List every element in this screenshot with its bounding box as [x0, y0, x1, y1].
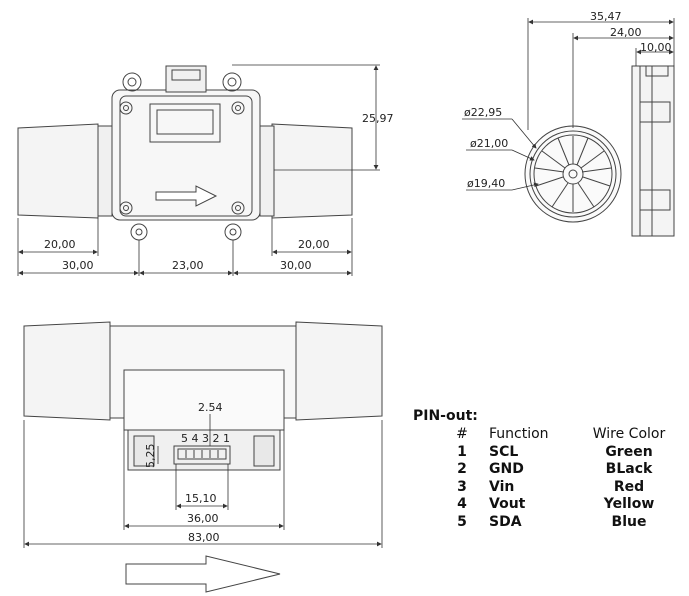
pinout-row: 4 Vout Yellow	[413, 496, 677, 514]
header-wire-color: Wire Color	[592, 426, 666, 442]
right-pipe-collar	[259, 125, 275, 217]
dim-body-width: 36,00	[187, 512, 219, 525]
dim-total-length: 83,00	[188, 531, 220, 544]
front-view	[17, 65, 353, 241]
dim-mid-diameter: ø21,00	[470, 137, 508, 150]
dim-pin-pitch: 2.54	[198, 401, 223, 414]
pin-function: GND	[489, 461, 524, 477]
bottom-right-pipe	[295, 321, 383, 421]
dim-left-total: 30,00	[62, 259, 94, 272]
right-pipe	[271, 123, 353, 219]
top-left-lug	[122, 72, 142, 92]
impeller-spokes	[534, 136, 612, 212]
bottom-left-pipe	[23, 321, 111, 421]
pinout-row: 3 Vin Red	[413, 479, 677, 497]
pin-wire-color: Red	[613, 478, 645, 495]
dim-left-pipe: 20,00	[44, 238, 76, 251]
front-view-dimensions	[17, 64, 380, 276]
pin-wire-color: Blue	[611, 513, 647, 530]
dim-right-total: 30,00	[280, 259, 312, 272]
flow-arrow-icon	[155, 185, 218, 207]
pin-function: SCL	[489, 443, 519, 460]
screw-hole	[231, 101, 245, 115]
flow-direction-arrow-icon	[125, 555, 281, 593]
pin-number: 2	[457, 461, 467, 477]
pinout-table: PIN-out: # Function Wire Color 1 SCL Gre…	[413, 408, 677, 531]
pin-wire-color: Green	[605, 443, 653, 460]
mid-diameter-circle	[529, 130, 617, 218]
pin-number: 1	[457, 443, 467, 460]
bottom-right-lug	[224, 223, 242, 241]
pinout-title: PIN-out:	[413, 408, 478, 424]
pin-wire-color: Yellow	[603, 496, 655, 512]
side-body	[631, 65, 675, 237]
dim-right-pipe: 20,00	[298, 238, 330, 251]
dim-connector-width: 15,10	[185, 492, 217, 505]
pinout-header-row: # Function Wire Color	[413, 426, 677, 444]
pin-number: 5	[457, 513, 467, 530]
connector-socket	[173, 445, 231, 465]
side-view	[524, 65, 675, 237]
pinout-row: 5 SDA Blue	[413, 514, 677, 532]
inner-diameter-circle	[533, 134, 613, 214]
dim-inner-diameter: ø19,40	[467, 177, 505, 190]
header-function: Function	[489, 426, 549, 442]
pinout-row: 2 GND BLack	[413, 461, 677, 479]
dim-connector-height: 5,25	[144, 444, 157, 469]
top-right-lug	[222, 72, 242, 92]
dim-mid-width: 24,00	[610, 26, 642, 39]
pin-numbers: 5 4 3 2 1	[181, 432, 230, 445]
bottom-left-lug	[130, 223, 148, 241]
pinout-row: 1 SCL Green	[413, 444, 677, 462]
pin-function: SDA	[489, 513, 522, 530]
dim-center: 23,00	[172, 259, 204, 272]
screw-hole	[119, 201, 133, 215]
pin-wire-color: BLack	[605, 461, 653, 477]
pin-number: 3	[457, 478, 467, 495]
dim-height: 25,97	[362, 112, 394, 125]
connector-panel	[123, 369, 285, 431]
screw-hole	[231, 201, 245, 215]
dim-outer-diameter: ø22,95	[464, 106, 502, 119]
pin-function: Vout	[489, 496, 526, 512]
label-window	[149, 103, 221, 143]
left-pipe	[17, 123, 99, 219]
pin-number: 4	[457, 496, 467, 512]
screw-hole	[119, 101, 133, 115]
bottom-view	[23, 321, 383, 471]
pin-function: Vin	[489, 478, 515, 495]
dim-total-width: 35,47	[590, 10, 622, 23]
header-number: #	[456, 426, 468, 442]
side-view-dimensions	[462, 18, 675, 191]
bottom-view-dimensions	[23, 414, 383, 548]
sensor-body-inner	[119, 95, 253, 217]
left-pipe-collar	[97, 125, 113, 217]
dim-small-width: 10,00	[640, 41, 672, 54]
